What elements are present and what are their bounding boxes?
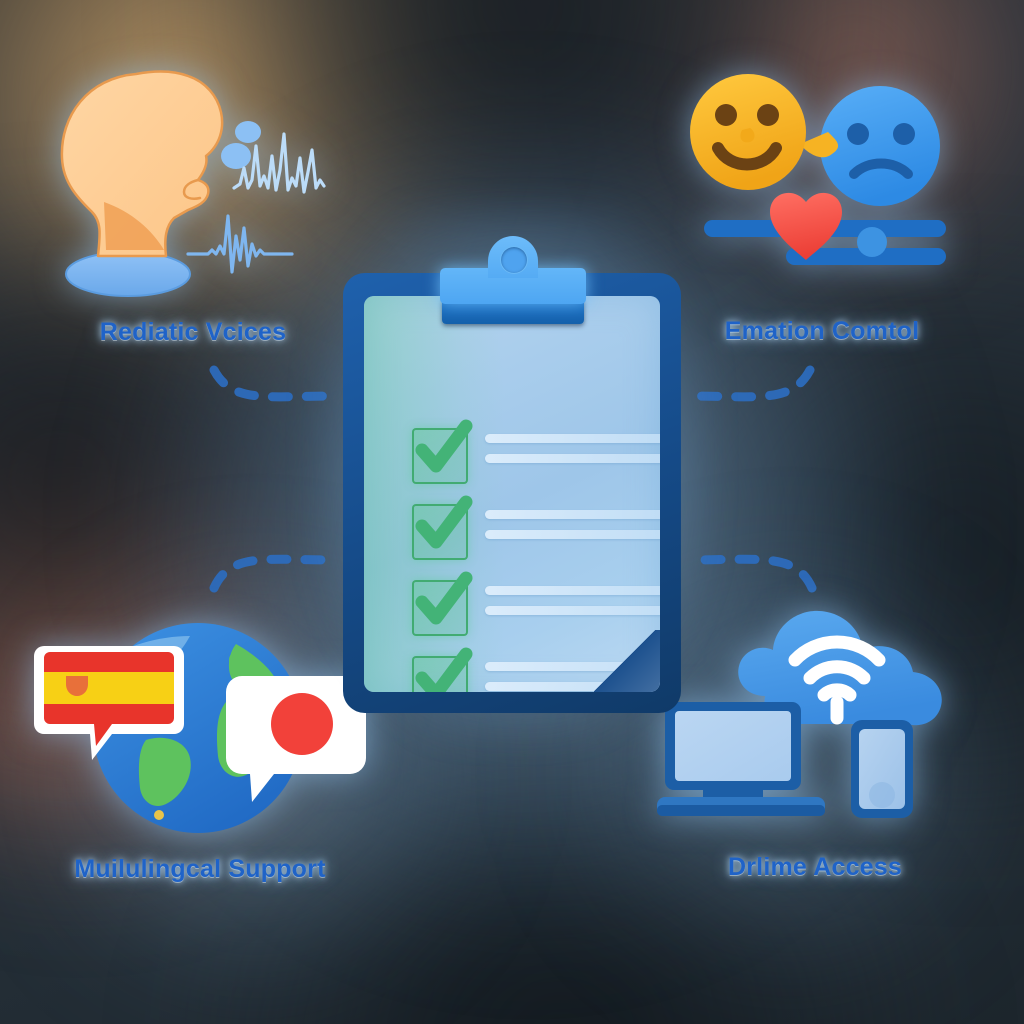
text-line	[485, 530, 660, 539]
checkbox-checked-icon[interactable]	[412, 495, 473, 560]
table-row[interactable]	[412, 647, 660, 692]
text-line	[485, 662, 660, 671]
laptop-icon	[657, 702, 825, 816]
row-text-lines	[485, 662, 660, 692]
node-label-realistic-voices: Rediatic Vcices	[99, 318, 287, 346]
text-line	[485, 606, 660, 615]
row-text-lines	[485, 434, 660, 474]
paper-green-tint	[364, 296, 504, 692]
text-line	[485, 510, 660, 519]
table-row[interactable]	[412, 495, 660, 576]
heart-icon	[770, 192, 842, 260]
checklist-clipboard[interactable]	[314, 208, 710, 738]
clipboard-paper	[364, 296, 660, 692]
node-realistic-voices[interactable]: Rediatic Vcices	[48, 60, 338, 360]
node-online-access[interactable]: Drlime Access	[655, 598, 975, 908]
text-line	[485, 586, 660, 595]
checkbox-checked-icon[interactable]	[412, 647, 473, 692]
clipboard-clip-hole	[500, 246, 528, 274]
spanish-flag-bubble-icon	[34, 646, 184, 760]
sad-face-icon	[820, 86, 940, 206]
emoji-faces-sliders-icon	[672, 62, 972, 312]
cloud-wifi-devices-icon	[655, 598, 975, 848]
row-text-lines	[485, 586, 660, 626]
paper-fold-shading	[594, 630, 660, 692]
speaking-head-waveform-icon	[48, 60, 338, 310]
table-row[interactable]	[412, 571, 660, 652]
smartphone-icon	[851, 720, 913, 818]
happy-face-icon	[690, 74, 839, 190]
node-emotion-control[interactable]: Emation Comtol	[672, 62, 972, 362]
node-label-multilingual-support: Muilulingcal Support	[74, 855, 326, 883]
row-text-lines	[485, 510, 660, 550]
node-label-online-access: Drlime Access	[728, 853, 902, 881]
text-line	[485, 682, 660, 691]
globe-flag-bubbles-icon	[30, 610, 370, 845]
node-multilingual-support[interactable]: Muilulingcal Support	[30, 610, 370, 910]
cloud-icon	[738, 610, 942, 726]
node-label-emotion-control: Emation Comtol	[724, 317, 920, 345]
checklist-rows	[412, 419, 660, 692]
text-line	[485, 454, 660, 463]
table-row[interactable]	[412, 419, 660, 500]
checkbox-checked-icon[interactable]	[412, 571, 473, 636]
text-line	[485, 434, 660, 443]
checkbox-checked-icon[interactable]	[412, 419, 473, 484]
wifi-icon	[788, 635, 886, 725]
paper-folded-corner	[594, 630, 660, 692]
